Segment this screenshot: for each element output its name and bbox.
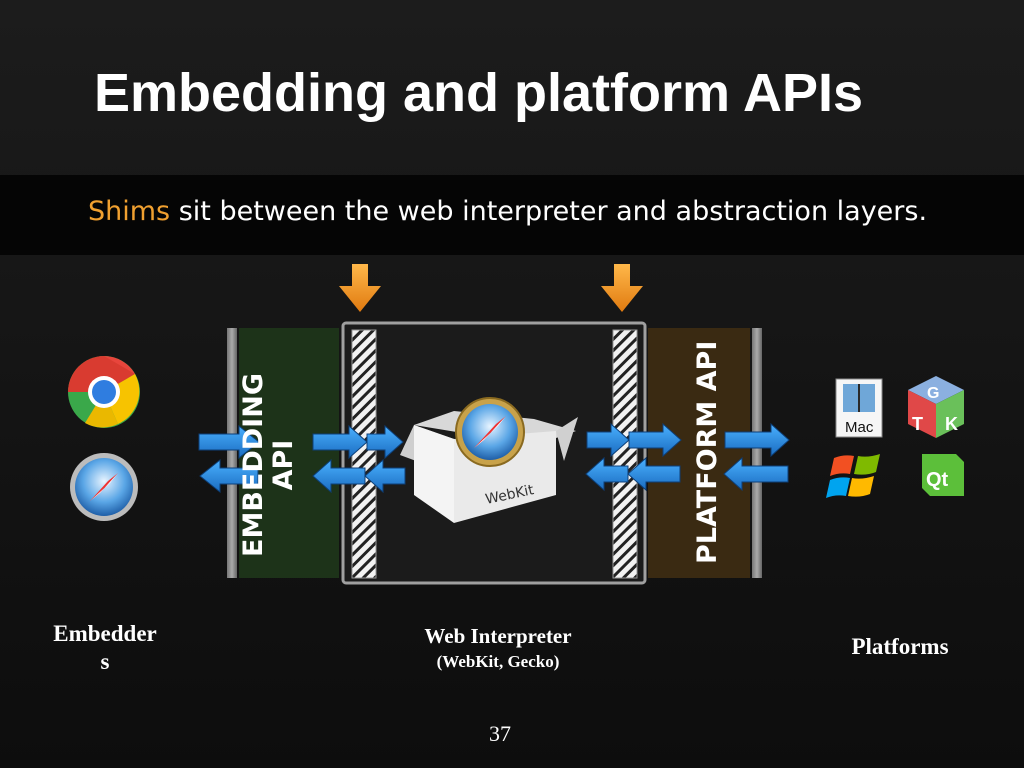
embedding-api-label: EMBEDDING API	[238, 365, 303, 565]
subtitle-accent: Shims	[88, 196, 171, 227]
safari-icon	[70, 453, 138, 521]
arrow-left-shim-3	[585, 456, 629, 492]
web-interpreter-caption: Web Interpreter (WebKit, Gecko)	[380, 623, 616, 675]
arrow-right-platform-1	[628, 422, 682, 458]
arrow-right-shim-1	[312, 424, 368, 460]
arrow-right-shim-3	[586, 422, 630, 458]
qt-icon: Qt	[922, 454, 964, 496]
embedders-caption-line1: Embedder	[53, 621, 157, 646]
arrow-right-embedder-1	[198, 424, 260, 460]
platform-api-label: PLATFORM API	[692, 340, 723, 564]
arrow-left-platform-2	[723, 456, 789, 492]
arrow-right-platform-2	[724, 422, 790, 458]
slide-subtitle: Shims sit between the web interpreter an…	[88, 196, 927, 227]
slide-title: Embedding and platform APIs	[94, 63, 864, 123]
embedders-caption-line2: s	[100, 649, 110, 674]
platforms-caption: Platforms	[851, 634, 949, 659]
webkit-logo-icon: WebKit	[400, 397, 578, 523]
windows-icon	[826, 454, 880, 498]
embedding-api-panel	[239, 328, 339, 578]
embedding-api-label-line1: EMBEDDING	[238, 373, 269, 557]
left-shim	[351, 329, 377, 579]
subtitle-band	[0, 175, 1024, 255]
page-number: 37	[489, 721, 511, 746]
right-shim	[612, 329, 638, 579]
interpreter-caption-line1: Web Interpreter	[424, 624, 572, 648]
subtitle-text: sit between the web interpreter and abst…	[170, 196, 928, 227]
arrow-left-shim-2	[364, 458, 406, 494]
embedders-caption: Embedder s	[30, 620, 180, 676]
gtk-letter-t: T	[912, 414, 923, 434]
embedding-api-label-line2: API	[268, 439, 299, 491]
arrow-left-shim-1	[312, 458, 366, 494]
mac-os-icon: Mac	[835, 378, 883, 438]
interpreter-caption-line2: (WebKit, Gecko)	[436, 652, 560, 671]
gtk-letter-g: G	[927, 385, 939, 402]
mac-label: Mac	[845, 419, 874, 436]
gtk-letter-k: K	[945, 414, 958, 434]
right-shim-pointer-arrow	[601, 264, 643, 312]
platform-edge-bar	[752, 328, 762, 578]
gtk-icon: G T K	[908, 376, 964, 438]
arrow-left-embedder-1	[199, 458, 259, 494]
qt-label: Qt	[926, 469, 949, 491]
chrome-icon	[68, 356, 140, 428]
arrow-right-shim-2	[366, 424, 404, 460]
arrow-left-platform-1	[627, 456, 681, 492]
left-shim-pointer-arrow	[339, 264, 381, 312]
embedder-edge-bar	[227, 328, 237, 578]
